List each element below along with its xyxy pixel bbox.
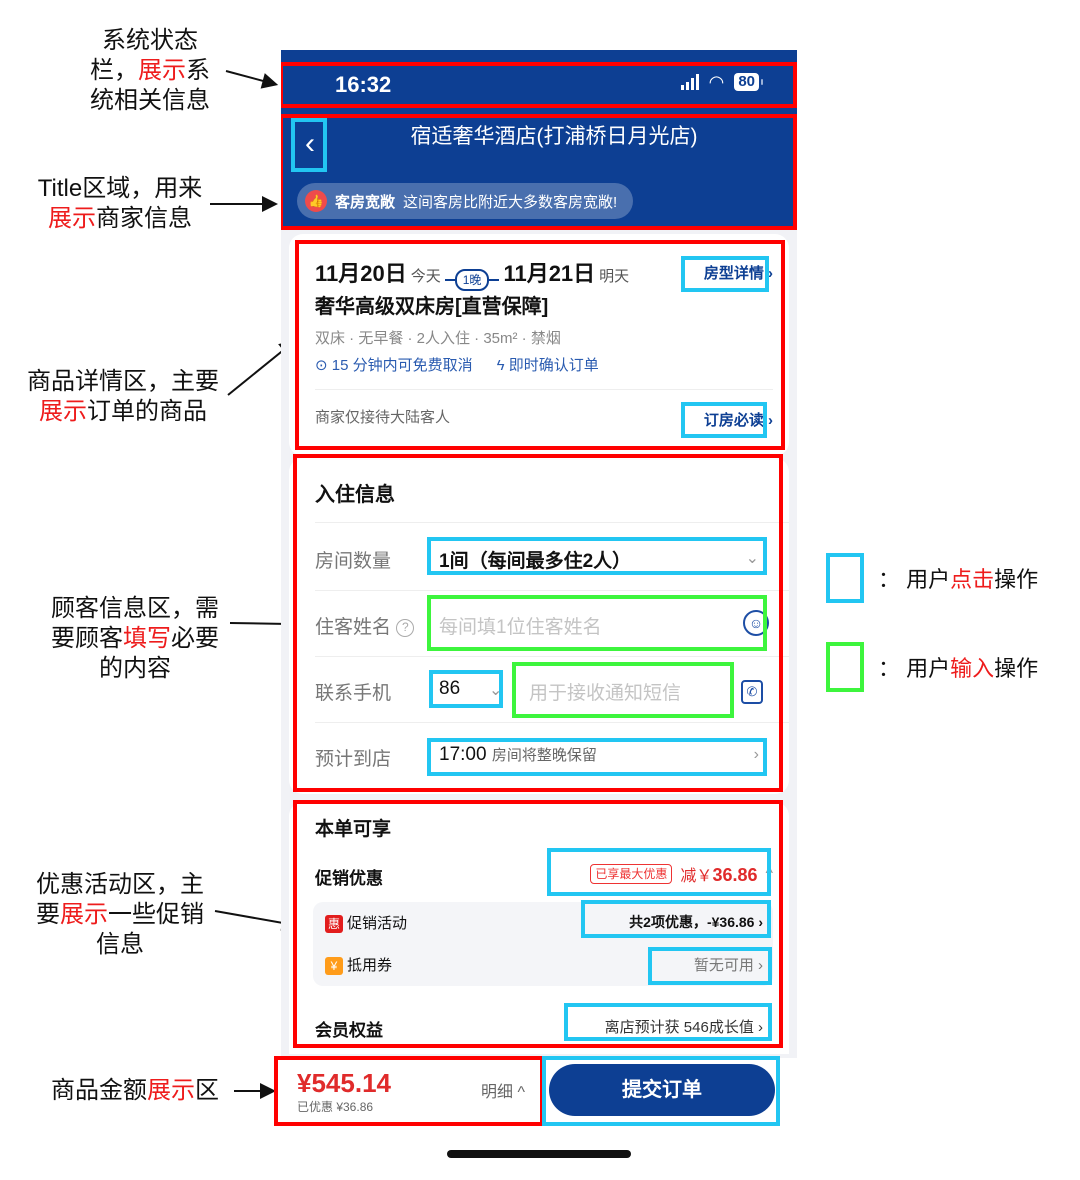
annotation-box [581,900,771,938]
signal-icon [680,74,699,90]
divider [315,722,789,723]
coupon-icon: ¥ [325,957,343,975]
promo-activity-label: 惠促销活动 [325,912,407,933]
back-button[interactable]: ‹ [295,124,325,166]
promo-label: 促销优惠 [315,869,383,888]
arrow-icon [225,70,277,86]
rooms-select[interactable]: 1间（每间最多住2人） [439,551,632,572]
thumbs-up-icon: 👍 [305,190,327,212]
guest-name-label: 住客姓名 ? [315,612,415,639]
max-discount-tag: 已享最大优惠 [590,864,673,884]
checkout-bar: ¥545.14 已优惠 ¥36.86 明细 ^ 提交订单 [281,1058,797,1124]
legend-swatch-blue [826,553,864,603]
section-title: 本单可享 [315,819,392,840]
member-benefit-link[interactable]: 离店预计获 546成长值 › [604,1019,763,1036]
room-facilities: 双床 · 无早餐 · 2人入住 · 35m² · 禁烟 [315,330,561,347]
chevron-down-icon: ⌄ [745,550,759,567]
country-code-select[interactable]: 86 [439,678,461,699]
max-discount-toggle[interactable]: 已享最大优惠 减￥36.86 ^ [590,862,773,886]
contact-picker-icon[interactable]: ☺ [743,610,769,636]
annotation-customer-area: 顾客信息区，需 要顾客填写必要 的内容 [51,595,219,682]
annotation-amount-area: 商品金额展示区 [51,1077,219,1104]
phone-screen: 16:32 ◠ 80 ‹ 宿适奢华酒店(打浦桥日月光店) 👍 客房宽敞 这间客房… [281,50,797,1060]
annotation-box [681,402,767,438]
room-badge: 👍 客房宽敞 这间客房比附近大多数客房宽敞! [297,183,634,219]
nights-badge: 1晚 [444,269,500,291]
check-circle-icon: ⊙ [315,357,328,374]
annotation-box [648,947,772,985]
total-price: ¥545.14 [297,1068,391,1098]
coupon-label: ¥抵用券 [325,954,392,975]
promo-details [313,902,773,986]
annotation-box [542,1056,780,1126]
room-detail-link[interactable]: 房型详情 › [703,265,773,282]
promo-activity-link[interactable]: 共2项优惠，-¥36.86 › [629,914,763,930]
submit-order-button[interactable]: 提交订单 [549,1064,775,1116]
price-detail-toggle[interactable]: 明细 ^ [481,1084,525,1101]
phone-label: 联系手机 [315,683,392,704]
annotation-box [512,662,734,718]
divider [315,389,773,390]
arrival-label: 预计到店 [315,749,392,770]
badge-label: 客房宽敞 [335,193,396,211]
help-icon: ? [396,618,415,637]
annotation-box [547,848,771,896]
discount-icon: 惠 [325,915,343,933]
annotation-status-bar: 系统状态 栏，展示系 统相关信息 [90,27,210,114]
member-label: 会员权益 [315,1021,383,1040]
hotel-title: 宿适奢华酒店(打浦桥日月光店) [410,125,698,148]
annotation-product-area: 商品详情区，主要 展示订单的商品 [27,368,219,425]
wifi-icon: ◠ [708,72,725,92]
annotation-box [681,256,769,292]
arrival-select[interactable]: 17:00 房间将整晚保留 [439,744,597,765]
status-time: 16:32 [335,72,392,97]
room-name: 奢华高级双床房[直营保障] [315,296,549,318]
legend-input: ： 用户输入操作 [826,642,1038,692]
home-indicator[interactable] [447,1150,631,1158]
annotation-title-area: Title区域，用来 展示商家信息 [37,175,203,232]
annotation-box [291,118,327,172]
coupon-link[interactable]: 暂无可用 › [693,957,763,974]
phone-book-icon[interactable]: ✆ [741,680,763,704]
annotation-box [427,595,767,651]
chevron-left-icon: ‹ [305,127,315,160]
annotation-box [427,738,767,776]
phone-input[interactable]: 用于接收通知短信 [529,683,682,704]
divider [315,522,789,523]
saved-amount: 已优惠 ¥36.86 [297,1100,374,1114]
header-background [281,50,797,230]
arrow-icon [210,196,278,212]
rooms-label: 房间数量 [315,551,392,572]
battery-icon: 80 [734,73,763,91]
section-title: 入住信息 [315,484,395,506]
lightning-icon: ϟ [496,357,505,374]
badge-text: 这间客房比附近大多数客房宽敞! [403,193,618,211]
divider [315,590,789,591]
annotation-box [427,537,767,575]
divider [315,656,789,657]
annotation-box [564,1003,772,1041]
legend-click: ： 用户点击操作 [826,553,1038,603]
arrow-icon [234,1083,276,1099]
promotions-card: 本单可享 促销优惠 已享最大优惠 减￥36.86 ^ 惠促销活动 共2项优惠，-… [289,802,789,1054]
legend-swatch-green [826,642,864,692]
status-bar: 16:32 ◠ 80 [281,62,797,108]
stay-dates: 11月20日今天 1晚 11月21日明天 [315,256,629,291]
annotation-box [429,670,503,708]
room-perks: ⊙ 15 分钟内可免费取消 ϟ 即时确认订单 [315,357,599,374]
product-card: 11月20日今天 1晚 11月21日明天 房型详情 › 奢华高级双床房[直营保障… [289,234,789,456]
chevron-right-icon: › [753,746,759,763]
booking-notice-link[interactable]: 订房必读 › [703,412,773,429]
guest-notice: 商家仅接待大陆客人 [315,409,451,426]
annotation-promo-area: 优惠活动区，主 要展示一些促销 信息 [36,871,204,958]
guest-name-input[interactable]: 每间填1位住客姓名 [439,617,602,638]
